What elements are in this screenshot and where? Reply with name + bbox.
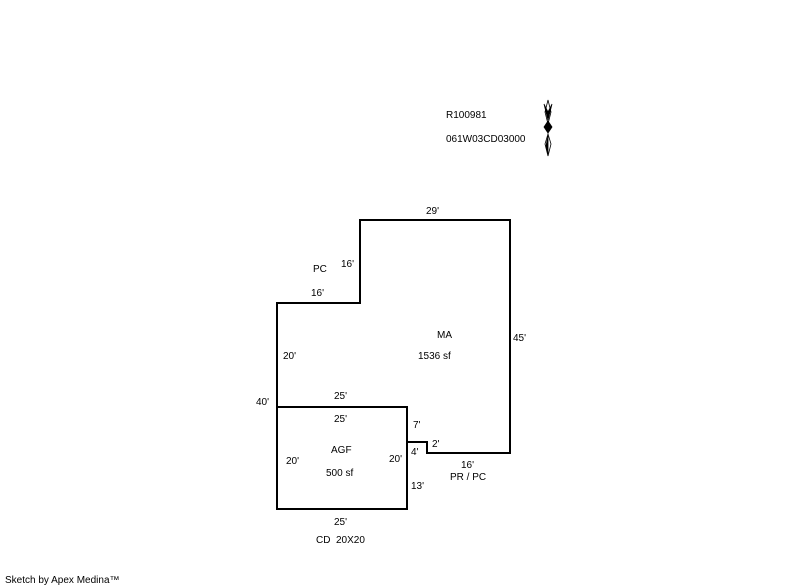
dim-shared-top: 25' [334,391,347,402]
dim-garage-bottom: 25' [334,517,347,528]
main-area-outline [276,219,511,454]
garage-label: AGF [331,445,352,456]
porch-label-lower: PR / PC [450,472,486,483]
deck-label: CD 20X20 [316,535,365,546]
dim-garage-right: 20' [389,454,402,465]
north-arrow-icon [543,99,553,157]
map-tax-lot: 061W03CD03000 [446,134,526,145]
dim-step-horizontal: 16' [311,288,324,299]
dim-garage-top: 25' [334,414,347,425]
garage-outline [276,406,408,510]
dim-notch-horizontal: 2' [432,439,440,450]
dim-notch-lower: 4' [411,447,419,458]
dim-main-top: 29' [426,206,439,217]
dim-left-upper: 20' [283,351,296,362]
porch-label-upper: PC [313,264,327,275]
dim-bottom-right: 16' [461,460,474,471]
account-id: R100981 [446,110,487,121]
main-area-size: 1536 sf [418,351,451,362]
main-area-label: MA [437,330,452,341]
dim-notch-vertical: 7' [413,420,421,431]
dim-garage-right-lower: 13' [411,481,424,492]
dim-left-total: 40' [256,397,269,408]
dim-garage-left: 20' [286,456,299,467]
dim-step-vertical: 16' [341,259,354,270]
dim-main-right: 45' [513,333,526,344]
garage-size: 500 sf [326,468,353,479]
sketch-credit: Sketch by Apex Medina™ [5,575,120,586]
